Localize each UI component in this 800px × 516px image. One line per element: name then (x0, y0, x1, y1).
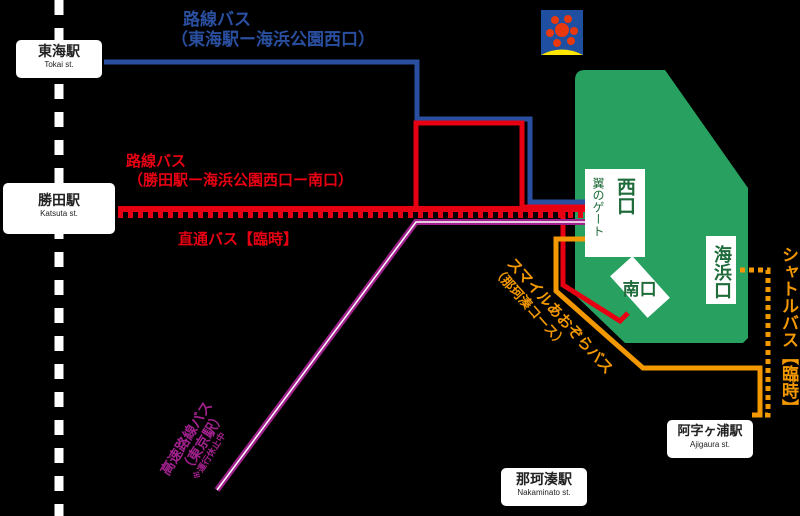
route-blue-label-line1: 路線バス (183, 10, 251, 30)
route-blue-label-line2: （東海駅ー海浜公園西口） (171, 30, 375, 50)
station-katsuta-en: Katsuta st. (40, 209, 78, 218)
route-red-label: 路線バス （勝田駅ー海浜公園西口ー南口） (126, 152, 353, 190)
route-blue-line (104, 59, 586, 205)
station-nakaminato-name: 那珂湊駅 (516, 472, 572, 488)
gate-west-sub: 翼のゲート (591, 177, 605, 237)
station-ajigaura-name: 阿字ヶ浦駅 (677, 424, 743, 439)
gate-south-name: 南口 (623, 279, 657, 300)
route-red-label-line2: （勝田駅ー海浜公園西口ー南口） (128, 171, 354, 189)
route-orange-shuttle-label: シャトルバス【臨時】 (778, 246, 798, 416)
station-nakaminato-en: Nakaminato st. (517, 488, 571, 497)
gate-seaside[interactable]: 海浜口 (706, 236, 736, 304)
station-nakaminato[interactable]: 那珂湊駅 Nakaminato st. (501, 468, 587, 506)
gate-west[interactable]: 西口 翼のゲート (585, 169, 645, 257)
station-katsuta-name: 勝田駅 (38, 193, 80, 209)
route-red-south-line (560, 209, 630, 325)
route-red-line (413, 120, 586, 210)
station-katsuta[interactable]: 勝田駅 Katsuta st. (3, 183, 115, 234)
sun-flower-logo-icon (541, 10, 583, 55)
station-ajigaura[interactable]: 阿字ヶ浦駅 Ajigaura st. (667, 420, 753, 458)
route-purple-inner (216, 221, 586, 491)
route-purple-line (214, 219, 586, 492)
route-blue-label: 路線バス （東海駅ー海浜公園西口） (171, 10, 375, 50)
station-tokai-name: 東海駅 (38, 44, 80, 60)
gate-west-name: 西口 (614, 177, 636, 215)
route-red-direct-label: 直通バス【臨時】 (178, 230, 299, 248)
route-red-label-line1: 路線バス (126, 152, 187, 170)
route-orange-shuttle-line (740, 267, 771, 418)
station-ajigaura-en: Ajigaura st. (689, 440, 731, 449)
station-tokai[interactable]: 東海駅 Tokai st. (16, 40, 102, 78)
station-tokai-en: Tokai st. (44, 60, 74, 69)
